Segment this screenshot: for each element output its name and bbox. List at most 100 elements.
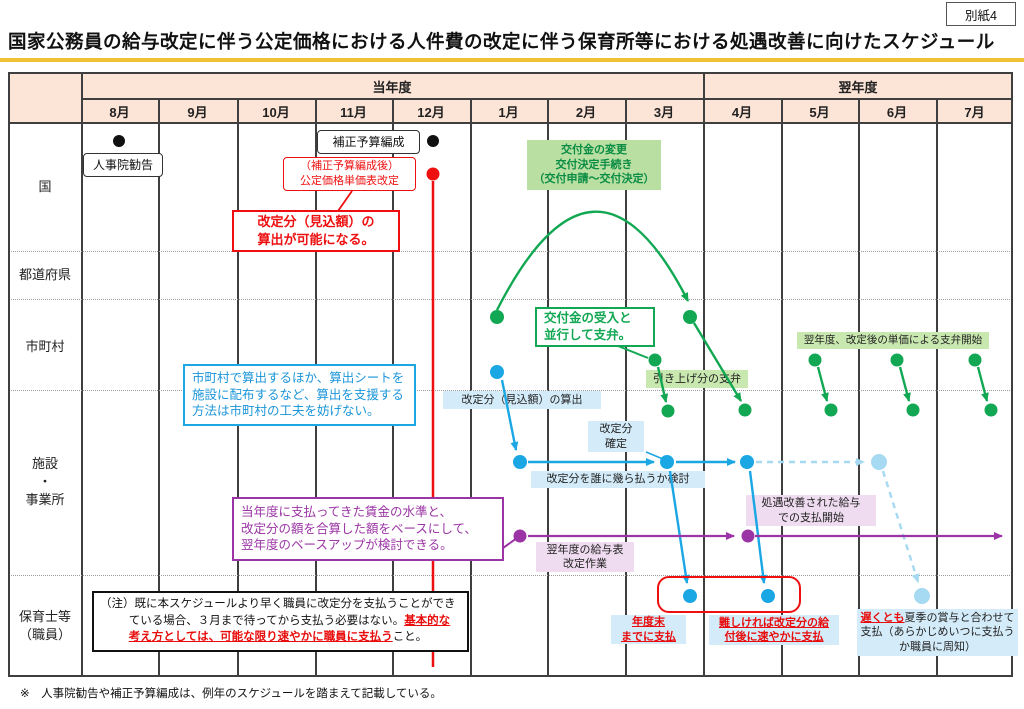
blue-arrow-pay-1 — [668, 470, 690, 584]
callout-kofu-ukeire-line: 並行して支弁。 — [544, 328, 632, 342]
tag-kyuyohyo-line: 改定作業 — [563, 558, 607, 570]
green-connector — [617, 345, 649, 359]
row-label-country: 国 — [38, 179, 52, 194]
callout-kofu-ukeire-line: 交付金の受入と — [544, 311, 632, 326]
tag-muzukashii-line: 難しければ改定分の給 — [719, 616, 829, 629]
tag-osokutomo-rest: 夏季の賞与と合わせて支払（あらかじめいつに支払うか職員に周知） — [860, 612, 1015, 653]
dot-pay-dst-may — [824, 403, 838, 417]
green-pay-arrow-may — [816, 366, 829, 402]
tag-osokutomo: 遅くとも夏季の賞与と合わせて支払（あらかじめいつに支払うか職員に周知） — [857, 609, 1018, 656]
callout-chingin-base: 当年度に支払ってきた賃金の水準と、 改定分の額を合算した額をベースにして、 翌年… — [232, 497, 504, 561]
callout-chingin-base-line: 当年度に支払ってきた賃金の水準と、 — [241, 504, 453, 519]
callout-jinji: 人事院勧告 — [83, 153, 163, 177]
month-6: 6月 — [886, 105, 908, 120]
row-label-staff-line: 保育士等 — [18, 609, 71, 624]
dot-pay-src-1 — [648, 353, 662, 367]
callout-shichoson-hint: 市町村で算出するほか、算出シートを 施設に配布するなど、算出を支援する 方法は市… — [183, 364, 416, 426]
dot-calc-start — [490, 365, 504, 379]
month-12: 12月 — [417, 105, 445, 120]
dot-pay-src-may — [808, 353, 822, 367]
note-prefix: （注）既に本スケジュールより早く職員に改定分を支払うことができている場合、３月ま… — [100, 598, 456, 627]
dot-jinji — [113, 135, 125, 147]
tag-kakutei-line: 確定 — [605, 437, 627, 450]
dot-facility-mar — [660, 455, 674, 469]
month-3: 3月 — [653, 105, 675, 120]
tag-yokunendo-tanka: 翌年度、改定後の単価による支弁開始 — [797, 332, 989, 349]
callout-kofu-henko-line: 交付決定手続き — [555, 158, 633, 171]
paleblue-dashed-pay-arrow — [881, 470, 920, 583]
current-year-cell — [81, 72, 703, 98]
green-pay-arrow-2 — [692, 322, 743, 402]
header-bottom-line — [8, 122, 1013, 124]
blue-connector — [645, 451, 664, 460]
callout-kofu-henko-line: （交付申請～交付決定） — [533, 173, 655, 186]
month-8: 8月 — [109, 105, 130, 120]
row-divider-dotted — [9, 575, 1012, 576]
tag-kyuyohyo-line: 翌年度の給与表 — [546, 543, 624, 556]
dot-staff-pay-2 — [761, 589, 775, 603]
row-label-prefecture: 都道府県 — [18, 267, 71, 282]
dot-staff-pay-pale — [914, 588, 930, 604]
red-highlight-frame — [657, 576, 801, 613]
dot-salary-start — [513, 529, 527, 543]
row-label-facility-line: 施設 — [31, 456, 58, 471]
tag-muzukashii-line: 付後に速やかに支払 — [724, 631, 824, 643]
row-divider-dotted — [9, 390, 1012, 391]
dot-hosei — [427, 135, 439, 147]
dot-pay-dst-jul — [984, 403, 998, 417]
dot-grant-decided — [683, 310, 697, 324]
dot-pay-dst-1 — [661, 404, 675, 418]
row-divider-dotted — [9, 299, 1012, 300]
tag-nendomatsu-line: までに支払 — [621, 630, 676, 643]
callout-chingin-base-line: 翌年度のベースアップが検討できる。 — [241, 538, 453, 553]
grid-line — [470, 98, 472, 677]
row-label-facility: 施設 ・ 事業所 — [9, 455, 81, 510]
tag-shogu-line: での支払開始 — [778, 511, 844, 524]
row-label-staff: 保育士等 （職員） — [9, 608, 81, 644]
callout-kofu-henko-line: 交付金の変更 — [561, 143, 627, 156]
callout-kaitei-kano-line: 改定分（見込額）の — [257, 214, 375, 230]
next-year-cell — [703, 72, 1013, 98]
dot-grant-start — [490, 310, 504, 324]
callout-kotei: （補正予算編成後） 公定価格単価表改定 — [283, 157, 416, 191]
grid-line — [781, 98, 783, 677]
purple-connector — [502, 537, 518, 549]
month-7: 7月 — [964, 105, 985, 120]
dot-salary-apr — [741, 529, 755, 543]
current-year-label: 当年度 — [372, 80, 412, 95]
callout-shichoson-hint-line: 方法は市町村の工夫を妨げない。 — [192, 404, 380, 419]
title-underline — [0, 58, 1024, 62]
dot-staff-pay-1 — [683, 589, 697, 603]
month-2: 2月 — [575, 105, 597, 120]
callout-chingin-base-line: 改定分の額を合算した額をベースにして、 — [241, 521, 477, 536]
red-connector — [337, 190, 353, 212]
tag-mikomi-sanshutsu: 改定分（見込額）の算出 — [443, 391, 601, 409]
note-suffix: こと。 — [392, 631, 428, 644]
tag-hikiage: 引き上げ分の支弁 — [646, 370, 748, 388]
tag-dare: 改定分を誰に幾ら払うか検討 — [531, 471, 705, 488]
attachment-badge: 別紙4 — [946, 2, 1016, 26]
label-col-line — [81, 72, 83, 677]
next-year-label: 翌年度 — [838, 80, 878, 95]
callout-shichoson-hint-line: 施設に配布するなど、算出を支援する — [192, 387, 404, 402]
dot-pay-dst-2 — [738, 403, 752, 417]
blue-arrow-pay-2 — [748, 470, 767, 584]
tag-osokutomo-red: 遅くとも — [860, 612, 905, 624]
month-1: 1月 — [498, 105, 519, 120]
dot-facility-jan — [513, 455, 527, 469]
tag-shogu-line: 処遇改善された給与 — [761, 497, 861, 510]
footnote: ※ 人事院勧告や補正予算編成は、例年のスケジュールを踏まえて記載している。 — [20, 688, 442, 700]
callout-kotei-line: 公定価格単価表改定 — [300, 175, 399, 187]
callout-kofu-henko: 交付金の変更 交付決定手続き （交付申請～交付決定） — [527, 140, 661, 190]
dot-kotei-kaitei — [426, 167, 440, 181]
grid-line — [547, 98, 549, 677]
row-label-facility-line: ・ — [38, 474, 52, 490]
callout-shichoson-hint-line: 市町村で算出するほか、算出シートを — [192, 370, 405, 385]
tag-nendomatsu-line: 年度末 — [632, 616, 665, 629]
month-10: 10月 — [262, 105, 290, 120]
green-pay-arrow-1 — [656, 366, 669, 403]
tag-kakutei-line: 改定分 — [599, 423, 633, 436]
dot-pay-dst-jun — [906, 403, 920, 417]
grid-line — [158, 98, 160, 677]
